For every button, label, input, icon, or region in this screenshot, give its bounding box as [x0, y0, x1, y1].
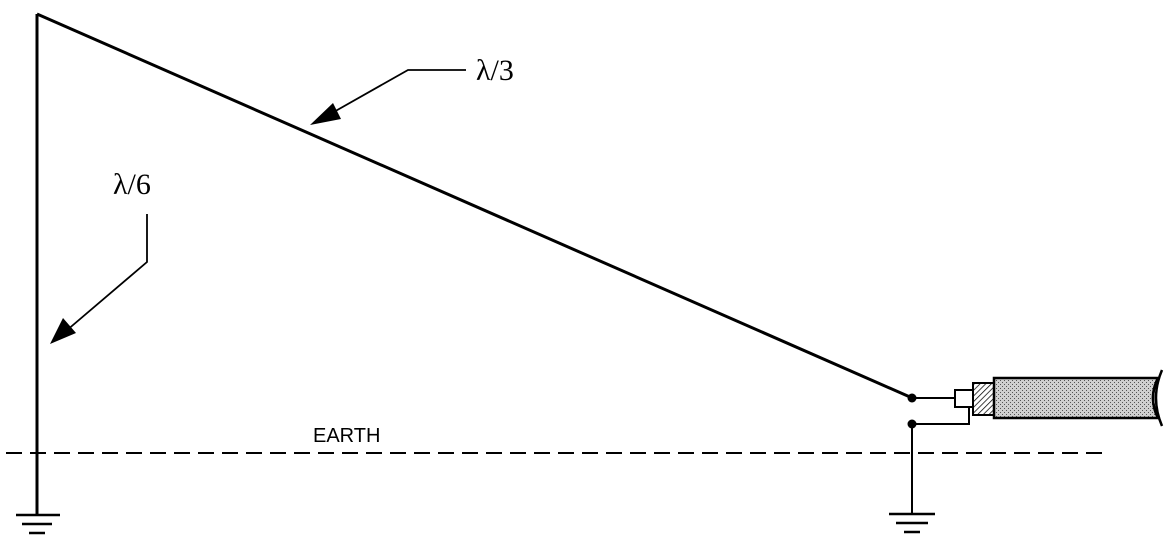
coax-jacket	[992, 376, 1161, 420]
coax-break-curve	[1151, 369, 1164, 427]
long-leg-label: λ/3	[476, 54, 514, 87]
ground-symbol-left	[16, 513, 60, 535]
long-leg-arrow	[310, 69, 466, 125]
vertical-leg-label: λ/6	[113, 168, 151, 201]
coaxial-cable	[954, 369, 1164, 427]
earth-label: EARTH	[313, 425, 380, 447]
vertical-leg-arrow	[50, 214, 148, 344]
ground-symbol-right	[889, 512, 935, 534]
coax-braid	[972, 382, 995, 416]
coax-center-conductor	[954, 389, 974, 408]
feed-wires	[911, 397, 980, 513]
sloping-element	[36, 12, 911, 399]
